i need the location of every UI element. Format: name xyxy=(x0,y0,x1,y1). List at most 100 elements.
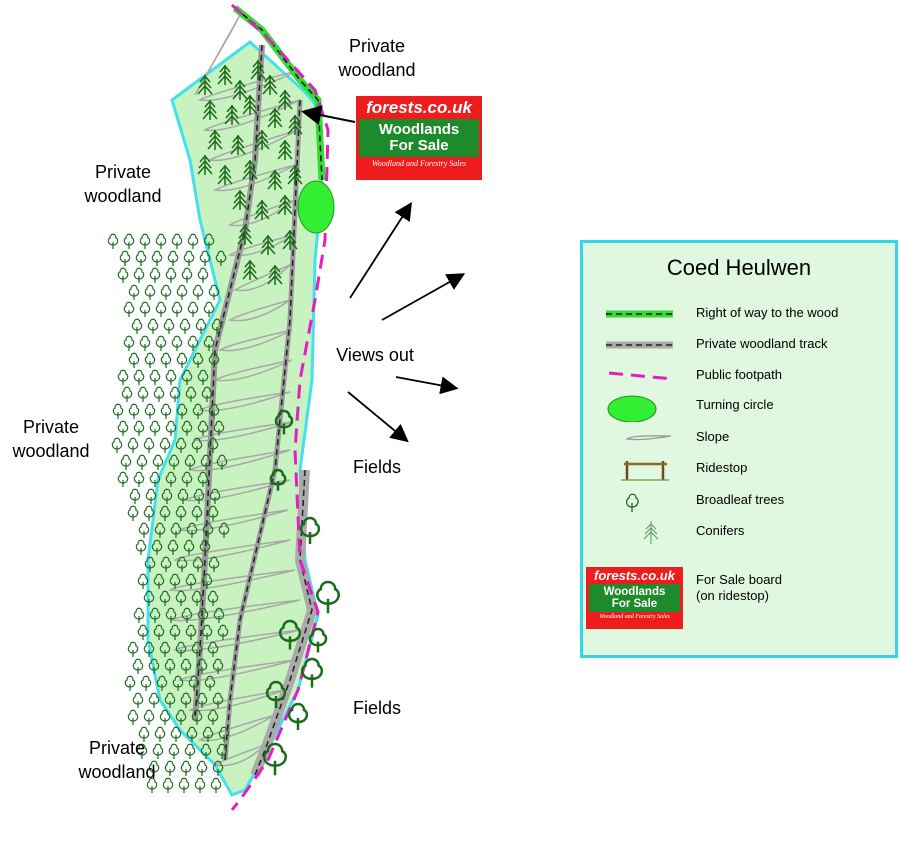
broadleaf-tree-icon xyxy=(168,454,180,470)
sign-headline: Woodlands For Sale xyxy=(359,119,479,157)
legend-item-slope: Slope xyxy=(583,425,895,451)
broadleaf-tree-icon xyxy=(197,471,209,487)
broadleaf-tree-icon xyxy=(151,250,163,266)
broadleaf-tree-icon xyxy=(159,505,171,521)
conifer-icon xyxy=(260,234,276,255)
broadleaf-tree-icon xyxy=(197,267,209,283)
public-footpath xyxy=(230,3,330,811)
broadleaf-tree-icon xyxy=(145,488,157,504)
broadleaf-tree-icon xyxy=(117,267,129,283)
woodland-track-line-icon xyxy=(606,341,673,349)
broadleaf-tree-icon xyxy=(132,692,144,708)
broadleaf-tree-icon xyxy=(175,641,187,657)
broadleaf-tree-icon xyxy=(138,726,150,742)
broadleaf-tree-icon xyxy=(184,454,196,470)
large-broadleaf-tree-icon xyxy=(278,619,302,650)
large-broadleaf-tree-icon xyxy=(263,742,287,776)
broadleaf-tree-icon xyxy=(153,624,165,640)
broadleaf-tree-icon xyxy=(131,318,143,334)
conifer-icon xyxy=(230,134,246,155)
broadleaf-tree-icon xyxy=(208,556,220,572)
legend-panel: Coed Heulwen Right of way to the wood Pr… xyxy=(580,240,898,658)
legend-item-ridestop: Ridestop xyxy=(583,456,895,482)
broadleaf-tree-icon xyxy=(149,369,161,385)
slope-line xyxy=(212,359,293,382)
large-broadleaf-trees xyxy=(263,409,340,776)
broadleaf-tree-icon xyxy=(129,488,141,504)
broadleaf-tree-icon xyxy=(185,386,197,402)
broadleaf-tree-icon xyxy=(212,658,224,674)
broadleaf-tree-icon xyxy=(149,267,161,283)
broadleaf-tree-icon xyxy=(183,539,195,555)
broadleaf-tree-icon xyxy=(216,454,228,470)
broadleaf-tree-icon xyxy=(136,743,148,759)
legend-board-tagline: Woodland and Forestry Sales xyxy=(599,614,670,621)
broadleaf-tree-icon xyxy=(203,233,215,249)
broadleaf-tree-icon xyxy=(201,573,213,589)
broadleaf-tree-icon xyxy=(168,743,180,759)
slope-line xyxy=(169,599,301,622)
label-private-woodland-bottom: Private woodland xyxy=(78,738,156,782)
broadleaf-tree-icon xyxy=(160,403,172,419)
broadleaf-tree-icon xyxy=(164,692,176,708)
broadleaf-tree-icon xyxy=(127,709,139,725)
broadleaf-tree-icon xyxy=(128,284,140,300)
conifer-icon xyxy=(242,159,258,180)
broadleaf-tree-icon xyxy=(176,403,188,419)
conifer-icon xyxy=(267,169,283,190)
broadleaf-tree-icon xyxy=(176,352,188,368)
legend-item-right-of-way: Right of way to the wood xyxy=(583,301,895,327)
label-fields-upper: Fields xyxy=(352,457,401,477)
conifer-icon xyxy=(250,59,266,80)
legend-label: Turning circle xyxy=(696,397,774,412)
broadleaf-tree-icon xyxy=(165,369,177,385)
conifer-icon xyxy=(242,259,258,280)
broadleaf-tree-icon xyxy=(188,675,200,691)
broadleaf-tree-icon xyxy=(181,420,193,436)
legend-label: Public footpath xyxy=(696,367,783,382)
broadleaf-tree-icon xyxy=(154,726,166,742)
large-broadleaf-tree-icon xyxy=(300,657,324,688)
broadleaf-tree-icon xyxy=(139,335,151,351)
right-of-way-line-icon xyxy=(606,310,673,318)
legend-item-woodland-track: Private woodland track xyxy=(583,332,895,358)
legend-label: Ridestop xyxy=(696,460,748,475)
conifer-icon xyxy=(277,194,293,215)
ridestop-icon xyxy=(621,461,669,481)
broadleaf-tree-icon xyxy=(175,437,187,453)
broadleaf-tree-icon xyxy=(207,590,219,606)
large-broadleaf-tree-icon xyxy=(287,702,309,730)
slope-icon xyxy=(625,435,672,441)
broadleaf-tree-icon xyxy=(120,454,132,470)
broadleaf-tree-icon xyxy=(169,624,181,640)
conifer-icon xyxy=(232,189,248,210)
broadleaf-tree-icon xyxy=(144,284,156,300)
broadleaf-tree-icon xyxy=(210,777,222,793)
turning-circle xyxy=(297,180,335,234)
broadleaf-tree-icon xyxy=(213,420,225,436)
broadleaf-tree-icon xyxy=(187,335,199,351)
conifer-icon xyxy=(287,114,303,135)
conifer-icon xyxy=(254,129,270,150)
broadleaf-tree-icon xyxy=(164,658,176,674)
broadleaf-tree-icon xyxy=(123,233,135,249)
broadleaf-tree-icon xyxy=(165,471,177,487)
label-private-woodland-mid-left: Private woodland xyxy=(12,417,90,461)
broadleaf-tree-icon xyxy=(123,301,135,317)
broadleaf-tree-icon xyxy=(200,743,212,759)
broadleaf-tree-icon xyxy=(212,760,224,776)
broadleaf-tree-icon xyxy=(218,726,230,742)
label-fields-lower: Fields xyxy=(352,698,401,718)
broadleaf-tree-icon xyxy=(180,760,192,776)
broadleaf-tree-icon xyxy=(184,743,196,759)
broadleaf-tree-icon xyxy=(117,369,129,385)
broadleaf-tree-icon xyxy=(191,709,203,725)
broadleaf-tree-icon xyxy=(161,488,173,504)
legend-item-broadleaf-trees: Broadleaf trees xyxy=(583,488,895,514)
broadleaf-tree-icon xyxy=(152,454,164,470)
conifer-icon xyxy=(242,94,258,115)
conifer-icon xyxy=(217,64,233,85)
broadleaf-tree-icon xyxy=(169,386,181,402)
broadleaf-tree-icon xyxy=(139,301,151,317)
broadleaf-tree-icon xyxy=(194,777,206,793)
